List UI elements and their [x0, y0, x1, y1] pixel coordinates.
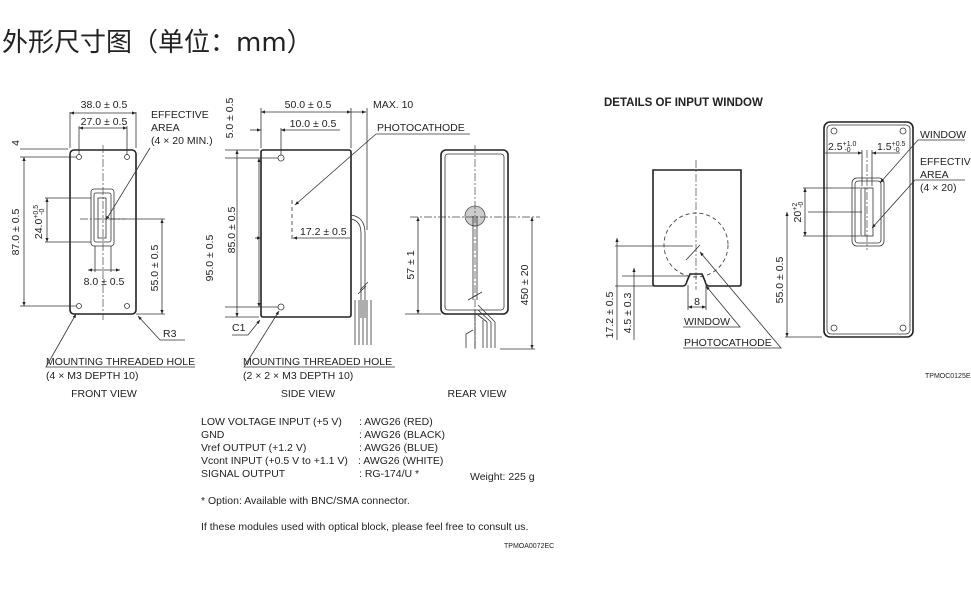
consult-note: If these modules used with optical block… — [201, 521, 528, 533]
wiring-table: LOW VOLTAGE INPUT (+5 V) : AWG26 (RED) G… — [201, 416, 554, 550]
details-right-margin-dim: 1.5+0.5-0 — [877, 141, 906, 154]
drawing-code: TPMOA0072EC — [504, 543, 554, 550]
front-view-caption: FRONT VIEW — [71, 388, 137, 400]
front-center-height-dim: 55.0 ± 0.5 — [149, 245, 161, 292]
side-hole-label-2: (2 × 2 × M3 DEPTH 10) — [243, 370, 353, 382]
details-photocathode-label: PHOTOCATHODE — [684, 337, 772, 349]
wire-value: : AWG26 (RED) — [359, 416, 433, 428]
wire-label: Vref OUTPUT (+1.2 V) — [201, 442, 306, 454]
front-width-dim: 38.0 ± 0.5 — [81, 99, 128, 111]
input-window-details: DETAILS OF INPUT WINDOW 17.2 ± 0.5 4.5 ±… — [604, 97, 971, 380]
side-photocathode-depth-dim: 17.2 ± 0.5 — [300, 226, 347, 238]
front-view: 38.0 ± 0.5 27.0 ± 0.5 EFFECTIVE AREA (4 … — [10, 99, 213, 400]
side-top-offset-dim: 5.0 ± 0.5 — [224, 97, 236, 138]
wire-label: LOW VOLTAGE INPUT (+5 V) — [201, 416, 342, 428]
details-window-label: WINDOW — [684, 316, 730, 328]
rear-view-caption: REAR VIEW — [448, 388, 507, 400]
wire-label: GND — [201, 429, 225, 441]
rear-cable-length-dim: 450 ± 20 — [519, 264, 531, 305]
front-effective-label-3: (4 × 20 MIN.) — [151, 135, 213, 147]
details-effective-label-1: EFFECTIVE — [920, 156, 971, 168]
wire-value: : AWG26 (WHITE) — [358, 455, 443, 467]
front-effective-label-1: EFFECTIVE — [151, 109, 209, 121]
front-effective-label-2: AREA — [151, 122, 180, 134]
side-photocathode-label: PHOTOCATHODE — [377, 122, 465, 134]
side-hole-label-1: MOUNTING THREADED HOLE — [243, 356, 392, 368]
details-drawing-code: TPMOC0125E — [925, 373, 971, 380]
details-heading: DETAILS OF INPUT WINDOW — [604, 97, 763, 109]
front-top-offset-dim: 4 — [10, 140, 22, 146]
front-radius-label: R3 — [163, 328, 177, 340]
wire-value: : AWG26 (BLACK) — [359, 429, 445, 441]
details-window-label-right: WINDOW — [920, 129, 966, 141]
front-window-width-dim: 8.0 ± 0.5 — [84, 276, 125, 288]
side-view: 50.0 ± 0.5 MAX. 10 10.0 ± 0.5 PHOTOCATHO… — [204, 97, 470, 400]
front-hole-label-2: (4 × M3 DEPTH 10) — [46, 370, 139, 382]
details-effective-label-2: AREA — [920, 169, 949, 181]
rear-cable-position-dim: 57 ± 1 — [405, 250, 417, 279]
page-title: 外形尺寸图（单位：mm） — [2, 28, 313, 58]
side-chamfer-label: C1 — [232, 322, 246, 334]
front-hole-width-dim: 27.0 ± 0.5 — [81, 116, 128, 128]
weight-label: Weight: 225 g — [470, 471, 535, 483]
front-hole-label-1: MOUNTING THREADED HOLE — [46, 356, 195, 368]
side-view-caption: SIDE VIEW — [281, 388, 335, 400]
wire-label: SIGNAL OUTPUT — [201, 468, 286, 480]
rear-view: 57 ± 1 450 ± 20 REAR VIEW — [405, 145, 540, 400]
details-window-width-dim: 8 — [694, 296, 700, 308]
details-effective-label-3: (4 × 20) — [920, 182, 956, 194]
wire-label: Vcont INPUT (+0.5 V to +1.1 V) — [201, 455, 348, 467]
wire-value: : RG-174/U * — [359, 468, 419, 480]
front-hole-height-dim: 87.0 ± 0.5 — [10, 209, 22, 256]
side-height-dim: 95.0 ± 0.5 — [204, 235, 216, 282]
details-pc-depth-dim: 17.2 ± 0.5 — [604, 292, 616, 339]
side-hole-offset-dim: 10.0 ± 0.5 — [290, 118, 337, 130]
option-note: * Option: Available with BNC/SMA connect… — [201, 495, 410, 507]
details-window-depth-dim: 4.5 ± 0.3 — [622, 292, 634, 333]
details-center-height-dim: 55.0 ± 0.5 — [774, 257, 786, 304]
details-left-margin-dim: 2.5+1.0-0 — [828, 141, 857, 154]
front-window-height-dim: 24.0+0.5-0 — [33, 205, 46, 239]
side-holes-height-dim: 85.0 ± 0.5 — [226, 207, 238, 254]
side-max-dim: MAX. 10 — [373, 99, 413, 111]
wire-value: : AWG26 (BLUE) — [359, 442, 438, 454]
details-window-height-dim: 20+2-0 — [792, 201, 805, 222]
side-depth-dim: 50.0 ± 0.5 — [285, 99, 332, 111]
